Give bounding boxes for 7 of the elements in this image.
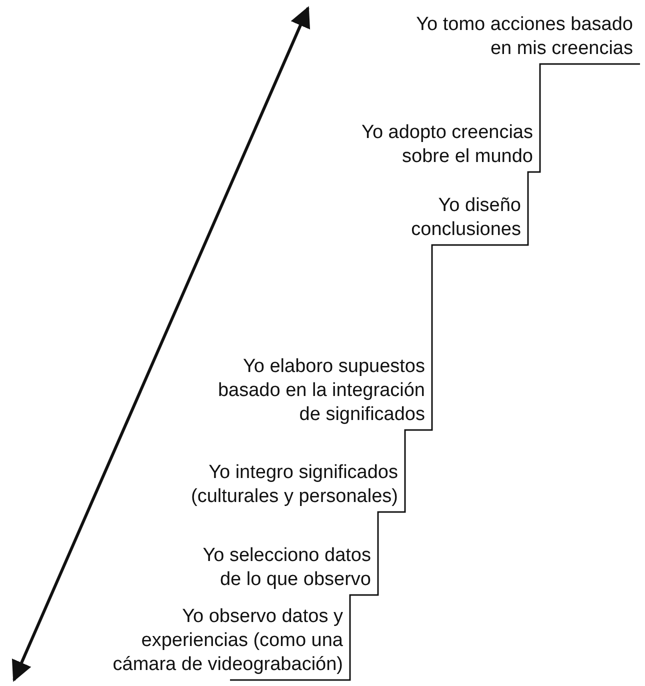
- step-label: Yo elaboro supuestos basado en la integración de significados: [216, 355, 425, 427]
- step-label: Yo integro significados (culturales y personales): [190, 461, 398, 509]
- step-label: Yo selecciono datos de lo que observo: [202, 544, 371, 592]
- step-label: Yo adopto creencias sobre el mundo: [360, 121, 533, 169]
- step-label: Yo diseño conclusiones: [410, 194, 521, 242]
- step-label: Yo observo datos y experiencias (como una cámara de videograbación): [112, 605, 343, 677]
- step-label: Yo tomo acciones basado en mis creencias: [415, 13, 633, 61]
